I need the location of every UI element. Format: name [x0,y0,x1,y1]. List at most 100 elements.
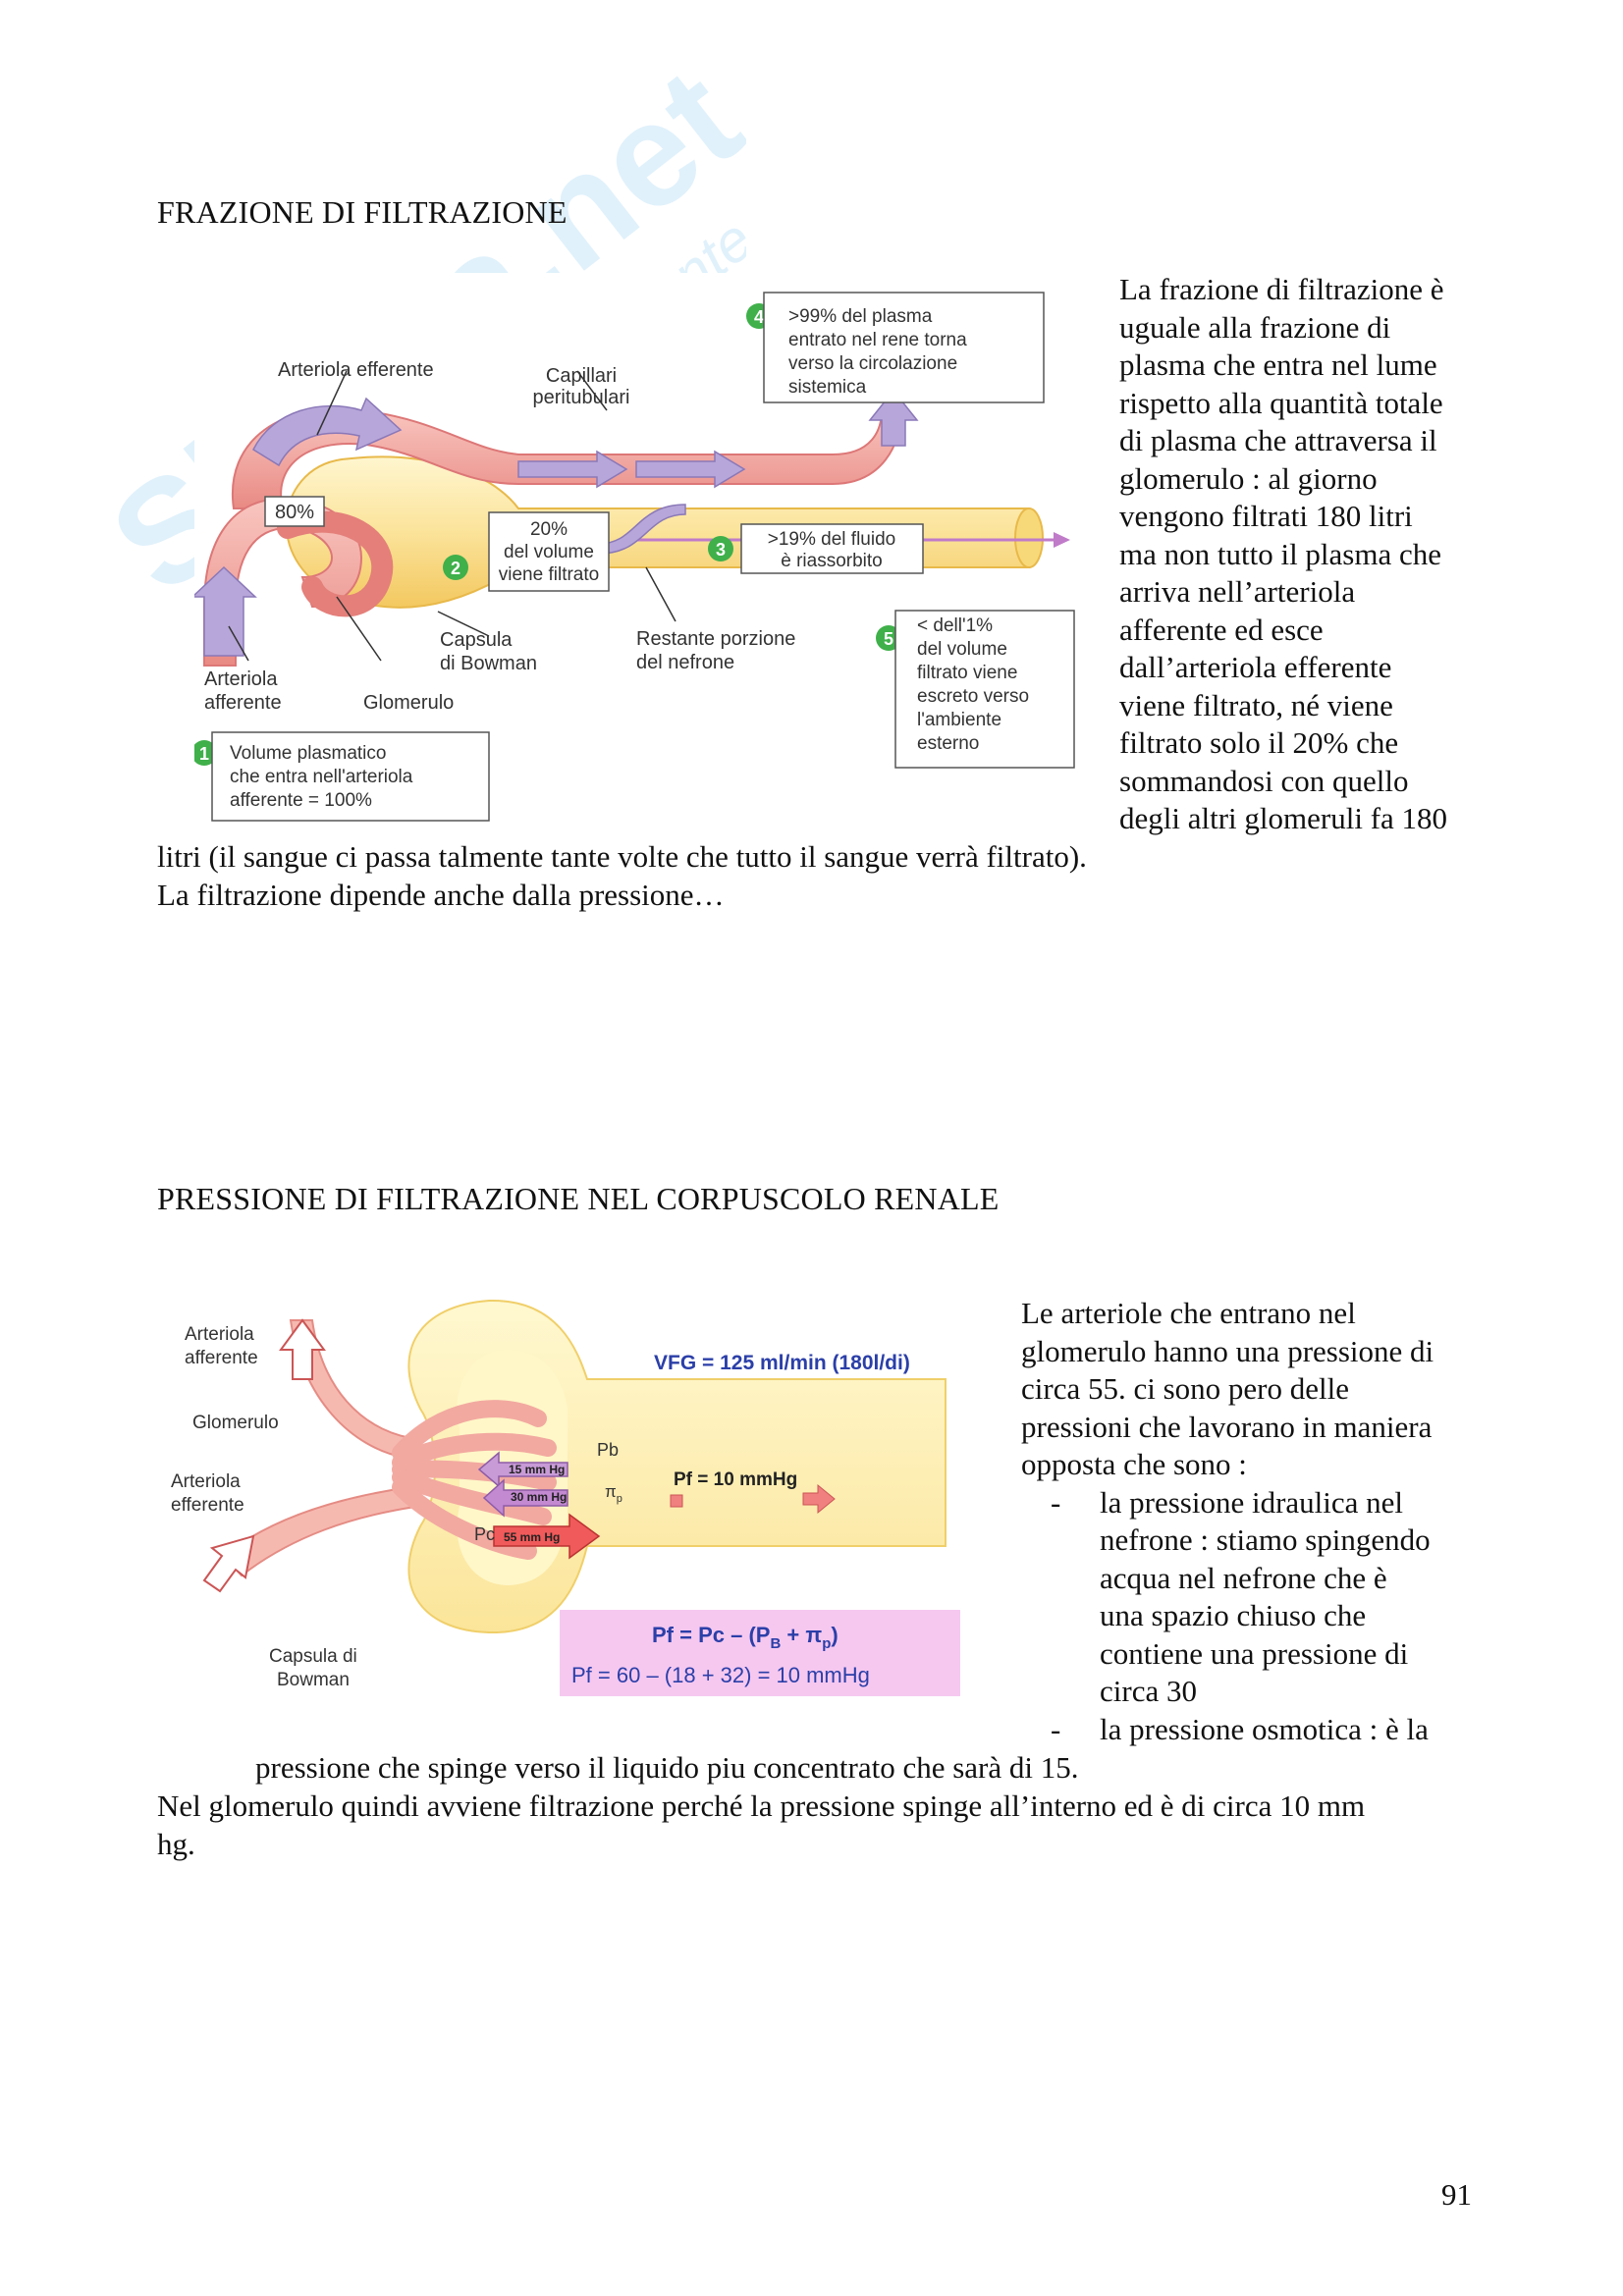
label-glomerulo-2: Glomerulo [192,1413,279,1433]
box-5-line-5: l'ambiente [917,710,1001,730]
bullet-item: - la pressione idraulica nel nefrone : s… [1021,1484,1591,1711]
box-5-line-6: esterno [917,733,979,754]
bullet-line: una spazio chiuso che [1100,1598,1367,1632]
side-line: afferente ed esce [1119,612,1324,647]
leader-capillari [576,370,608,411]
section1-closing: La filtrazione dipende anche dalla press… [157,878,725,912]
side-line: rispetto alla quantità totale [1119,385,1443,420]
box-19-line-1: >19% del fluido [768,529,895,550]
label-pi: πp [605,1482,622,1505]
tubule-end [1014,507,1044,568]
bullet-item: - la pressione osmotica : è la [1021,1711,1591,1749]
box-1-line-2: che entra nell'arteriola [230,767,413,787]
leader-afferente [228,625,249,662]
label-vfg: VFG = 125 ml/min (180l/di) [654,1352,910,1374]
tubule-flow-arrowhead [1054,532,1070,548]
label-glomerulo: Glomerulo [363,692,454,714]
badge-5-number: 5 [884,629,893,649]
box-4-line-1: >99% del plasma [788,306,933,327]
section-title-frazione: FRAZIONE DI FILTRAZIONE [157,194,568,230]
label-afferente-2-1: Arteriola [185,1324,254,1345]
label-30mmhg: 30 mm Hg [511,1490,567,1504]
label-afferente-2: afferente [204,692,282,714]
box-4-line-4: sistemica [788,377,867,398]
box-1-line-1: Volume plasmatico [230,743,386,764]
box-5-line-2: del volume [917,639,1007,660]
box-4 [763,292,1045,403]
label-capillari-2: peritubulari [533,387,630,408]
badge-1-number: 1 [199,744,209,764]
label-55mmhg: 55 mm Hg [504,1530,560,1544]
label-efferente-2-2: efferente [171,1495,244,1516]
formula-box [560,1610,960,1696]
section1-continuation: litri (il sangue ci passa talmente tante… [157,839,1087,874]
box-1-line-3: afferente = 100% [230,790,372,811]
side-line: arriva nell’arteriola [1119,574,1356,609]
side-line: uguale alla frazione di [1119,309,1391,345]
badge-2-number: 2 [451,559,460,578]
box-5-line-4: escreto verso [917,686,1029,707]
bullet-line: la pressione osmotica : è la [1100,1711,1429,1746]
page-number: 91 [1441,2177,1472,2212]
side-line: viene filtrato, né viene [1119,687,1393,722]
side-line: opposta che sono : [1021,1447,1247,1481]
bullet-line: nefrone : stiamo spingendo [1100,1522,1431,1557]
label-pc: Pc [474,1524,495,1544]
label-efferente-2-1: Arteriola [171,1471,241,1492]
pf-marker [670,1494,683,1508]
label-restante-2: del nefrone [636,652,734,673]
box-19 [740,523,924,574]
side-line: pressioni che lavorano in maniera [1021,1409,1433,1444]
section2-side-text: Le arteriole che entrano nel glomerulo h… [1021,1295,1591,1748]
box-19-line-2: è riassorbito [781,551,883,571]
badge-4-number: 4 [754,307,764,327]
label-capsula-2-1: Capsula di [269,1646,357,1667]
side-line: La frazione di filtrazione è [1119,272,1444,306]
formula-line-2: Pf = 60 – (18 + 32) = 10 mmHg [571,1663,870,1687]
section1-side-text: La frazione di filtrazione è uguale alla… [1119,271,1591,838]
flow-arrow-afferent [194,565,257,657]
box-20-line-3: viene filtrato [499,564,599,585]
leader-efferente [316,370,348,436]
side-line: glomerulo : al giorno [1119,460,1378,496]
side-line: filtrato solo il 20% che [1119,725,1399,760]
badge-3-number: 3 [716,540,726,560]
label-afferente-2-2: afferente [185,1348,258,1368]
side-line: vengono filtrati 180 litri [1119,499,1413,533]
bullet-line: acqua nel nefrone che è [1100,1560,1387,1595]
filtration-pressure-diagram: 15 mm Hg 30 mm Hg 55 mm Hg Pb πp Pc Pf =… [165,1291,970,1703]
side-line: degli altri glomeruli fa 180 [1119,801,1448,835]
box-5 [894,610,1075,769]
side-line: Le arteriole che entrano nel [1021,1296,1356,1330]
box-4-line-2: entrato nel rene torna [788,330,967,350]
section2-continuation: pressione che spinge verso il liquido pi… [255,1750,1079,1785]
section-title-pressione: PRESSIONE DI FILTRAZIONE NEL CORPUSCOLO … [157,1181,1000,1216]
leader-capsula [437,611,490,637]
label-80: 80% [275,502,314,523]
arrow-pf [802,1483,836,1515]
section2-closing-1: Nel glomerulo quindi avviene filtrazione… [157,1789,1366,1823]
bullet-dash: - [1051,1711,1061,1746]
label-capsula-2-2: Bowman [277,1670,350,1690]
box-20 [488,511,610,592]
side-line: dall’arteriola efferente [1119,650,1392,684]
label-15mmhg: 15 mm Hg [509,1463,565,1476]
box-80 [264,496,325,527]
bullet-line: circa 30 [1100,1674,1197,1708]
flow-arrow-systemic [868,389,919,447]
leader-glomerulo [336,596,382,662]
label-pf: Pf = 10 mmHg [674,1469,797,1490]
afferent-flow-arrow [279,1318,326,1380]
bullet-line: la pressione idraulica nel [1100,1484,1404,1520]
badge-1 [194,740,217,766]
label-pb: Pb [597,1440,619,1460]
bullet-dash: - [1051,1484,1061,1520]
arrow-30mmhg [482,1478,568,1518]
flow-arrow-filtrate [598,504,686,555]
flow-arrow-capillary-1 [517,450,628,489]
box-20-line-2: del volume [504,542,594,562]
label-capsula-2: di Bowman [440,653,537,674]
side-line: plasma che entra nel lume [1119,347,1437,382]
flow-arrow-capillary-2 [635,450,746,489]
box-20-line-1: 20% [530,519,568,540]
